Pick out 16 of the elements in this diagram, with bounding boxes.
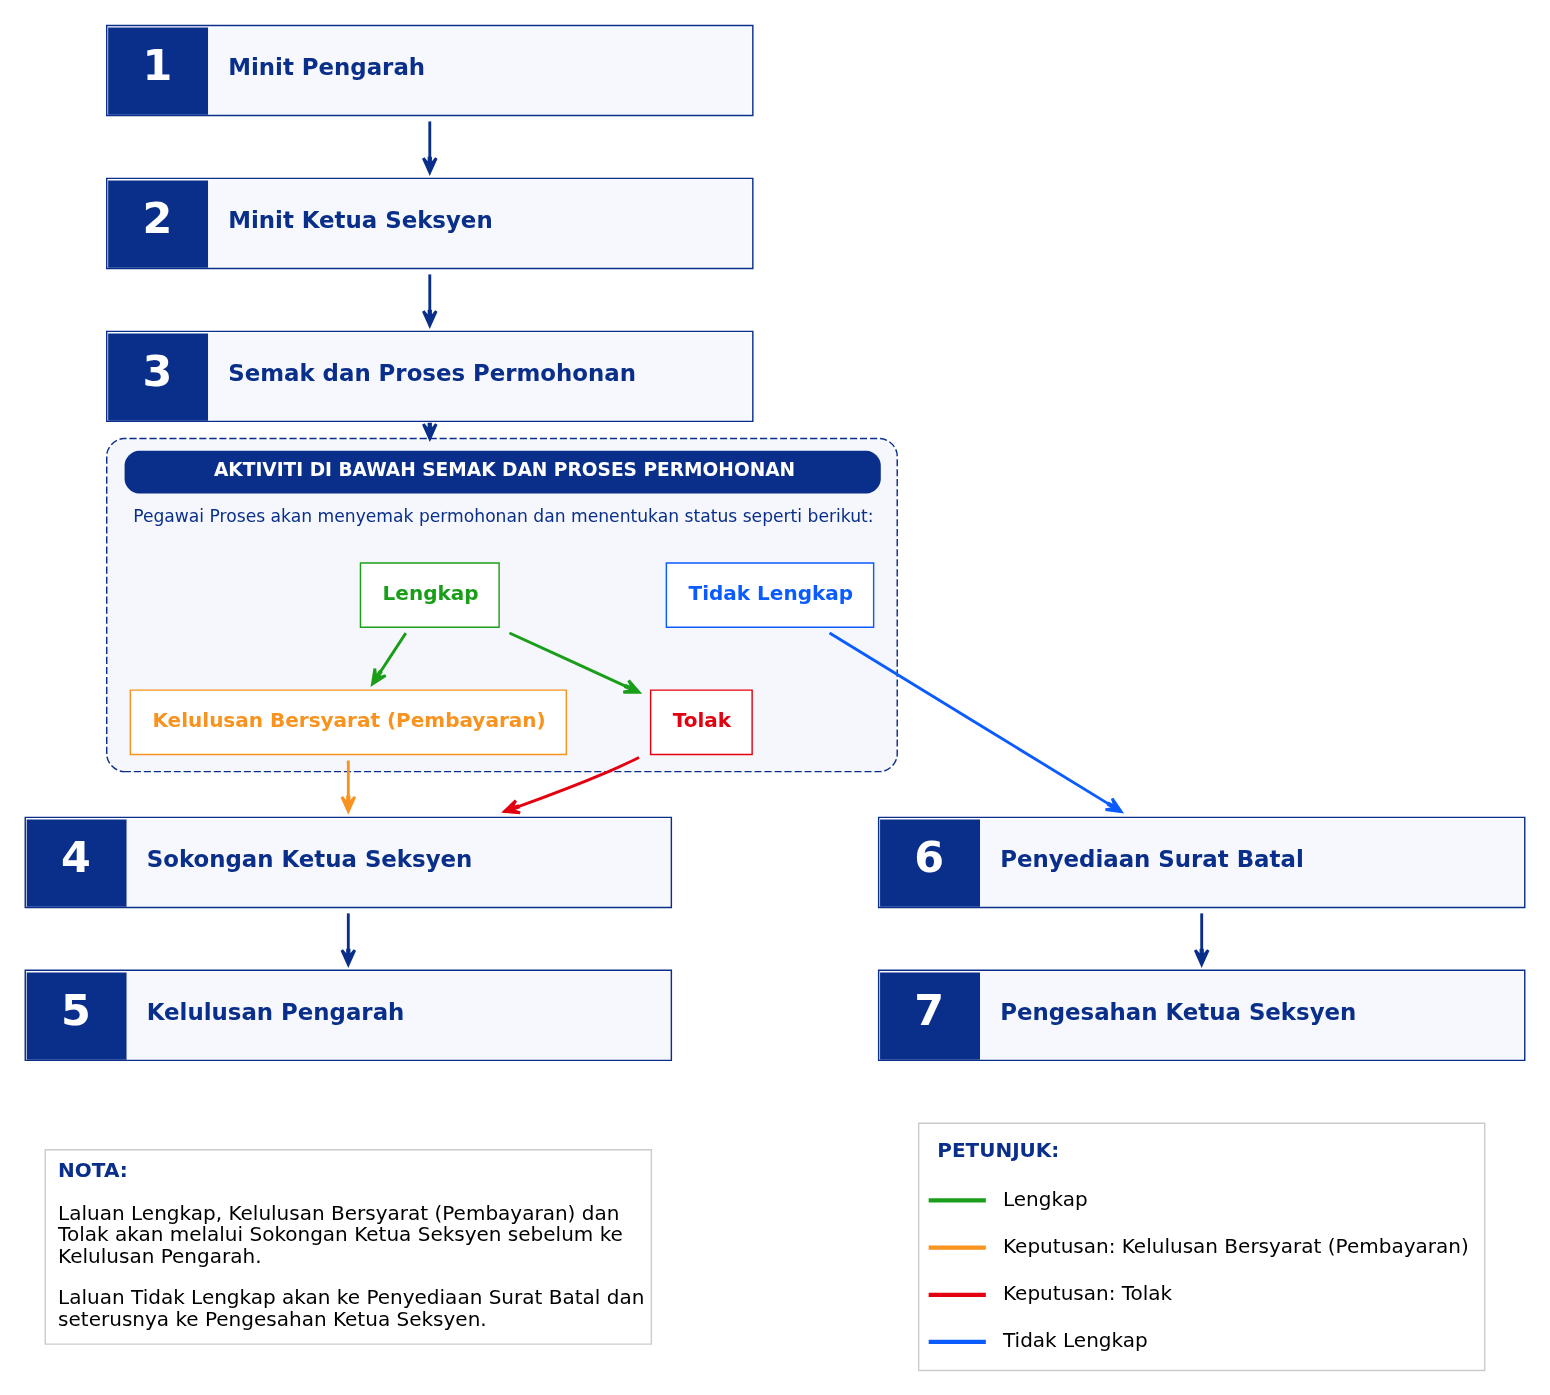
arrow bbox=[340, 912, 357, 966]
label: PETUNJUK: bbox=[937, 1137, 1060, 1162]
arrow bbox=[828, 631, 1123, 813]
arrow bbox=[1193, 912, 1210, 966]
legend-label: Tidak Lengkap bbox=[1003, 1327, 1148, 1352]
arrow bbox=[371, 631, 407, 685]
legend-label: Keputusan: Tolak bbox=[1003, 1280, 1173, 1305]
arrow bbox=[508, 631, 641, 694]
arrow bbox=[340, 760, 357, 813]
node-box: NOTA: Laluan Lengkap, Kelulusan Bersyarat (Pembayaran) dan Tolak akan melalui Sokongan Ketua Seksyen sebelum ke Kelulusan Pengarah. Laluan Tidak Lengkap akan ke Penyediaan Surat Batal dan seterusnya ke Pengesahan Ketua Seksyen. bbox=[44, 1148, 653, 1345]
arrow bbox=[503, 755, 640, 814]
arrow bbox=[421, 273, 438, 327]
arrow bbox=[421, 120, 438, 174]
legend-label: Lengkap bbox=[1003, 1186, 1088, 1211]
legend-label: Keputusan: Kelulusan Bersyarat (Pembayaran) bbox=[1003, 1233, 1469, 1258]
arrow bbox=[421, 422, 438, 440]
